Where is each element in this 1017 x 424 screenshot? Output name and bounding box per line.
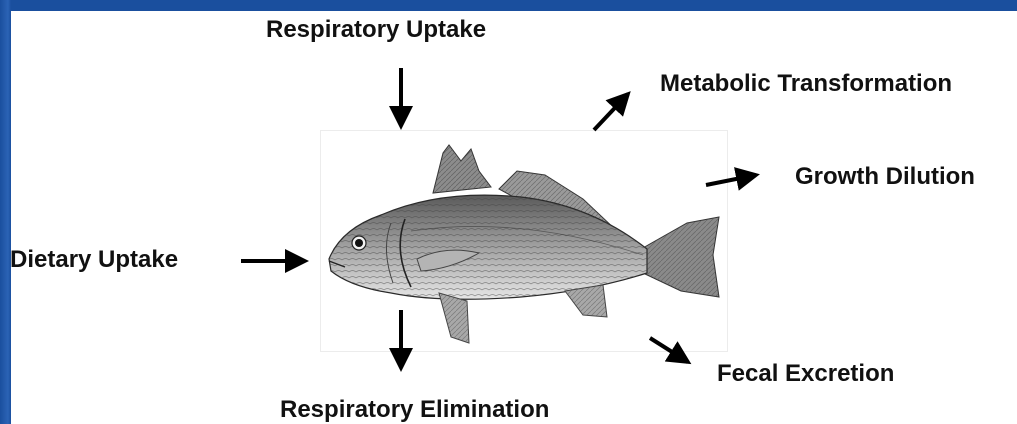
respiratory-uptake-label: Respiratory Uptake: [266, 18, 486, 42]
growth-dilution-arrow: [706, 175, 756, 185]
growth-dilution-label: Growth Dilution: [795, 165, 975, 189]
respiratory-elimination-label: Respiratory Elimination: [280, 398, 549, 422]
dietary-uptake-label: Dietary Uptake: [10, 248, 178, 272]
fecal-excretion-arrow: [650, 338, 688, 362]
metabolic-transformation-arrow: [594, 94, 628, 130]
fecal-excretion-label: Fecal Excretion: [717, 362, 894, 386]
metabolic-transformation-label: Metabolic Transformation: [660, 72, 952, 96]
